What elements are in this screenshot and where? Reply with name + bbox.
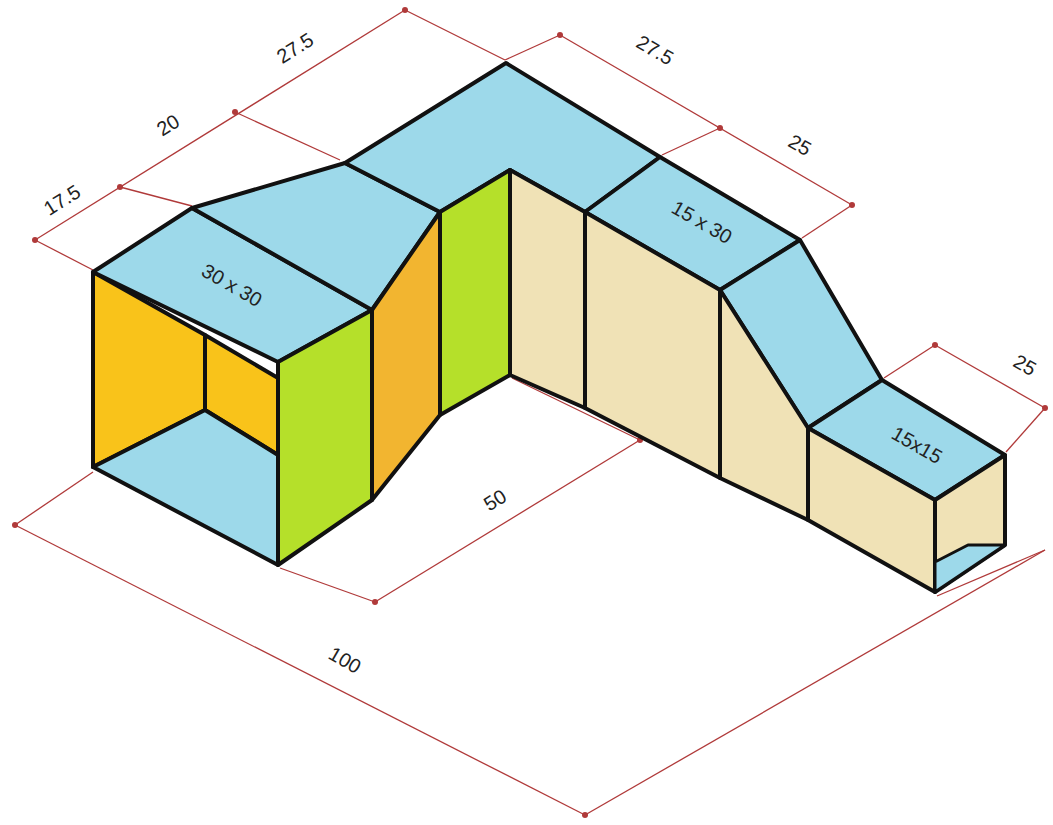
dimension-lines	[15, 10, 1045, 815]
arrow-ticks	[12, 7, 1048, 818]
dimension-value: 27.5	[273, 29, 317, 67]
duct-faces	[93, 63, 1005, 592]
dimension-value: 25	[1010, 351, 1039, 379]
dimension-value: 100	[326, 643, 365, 677]
dimension-value: 25	[785, 131, 814, 159]
dimension-value: 27.5	[633, 32, 677, 69]
dimension-value: 50	[480, 486, 509, 515]
dimension-value: 20	[153, 111, 182, 140]
